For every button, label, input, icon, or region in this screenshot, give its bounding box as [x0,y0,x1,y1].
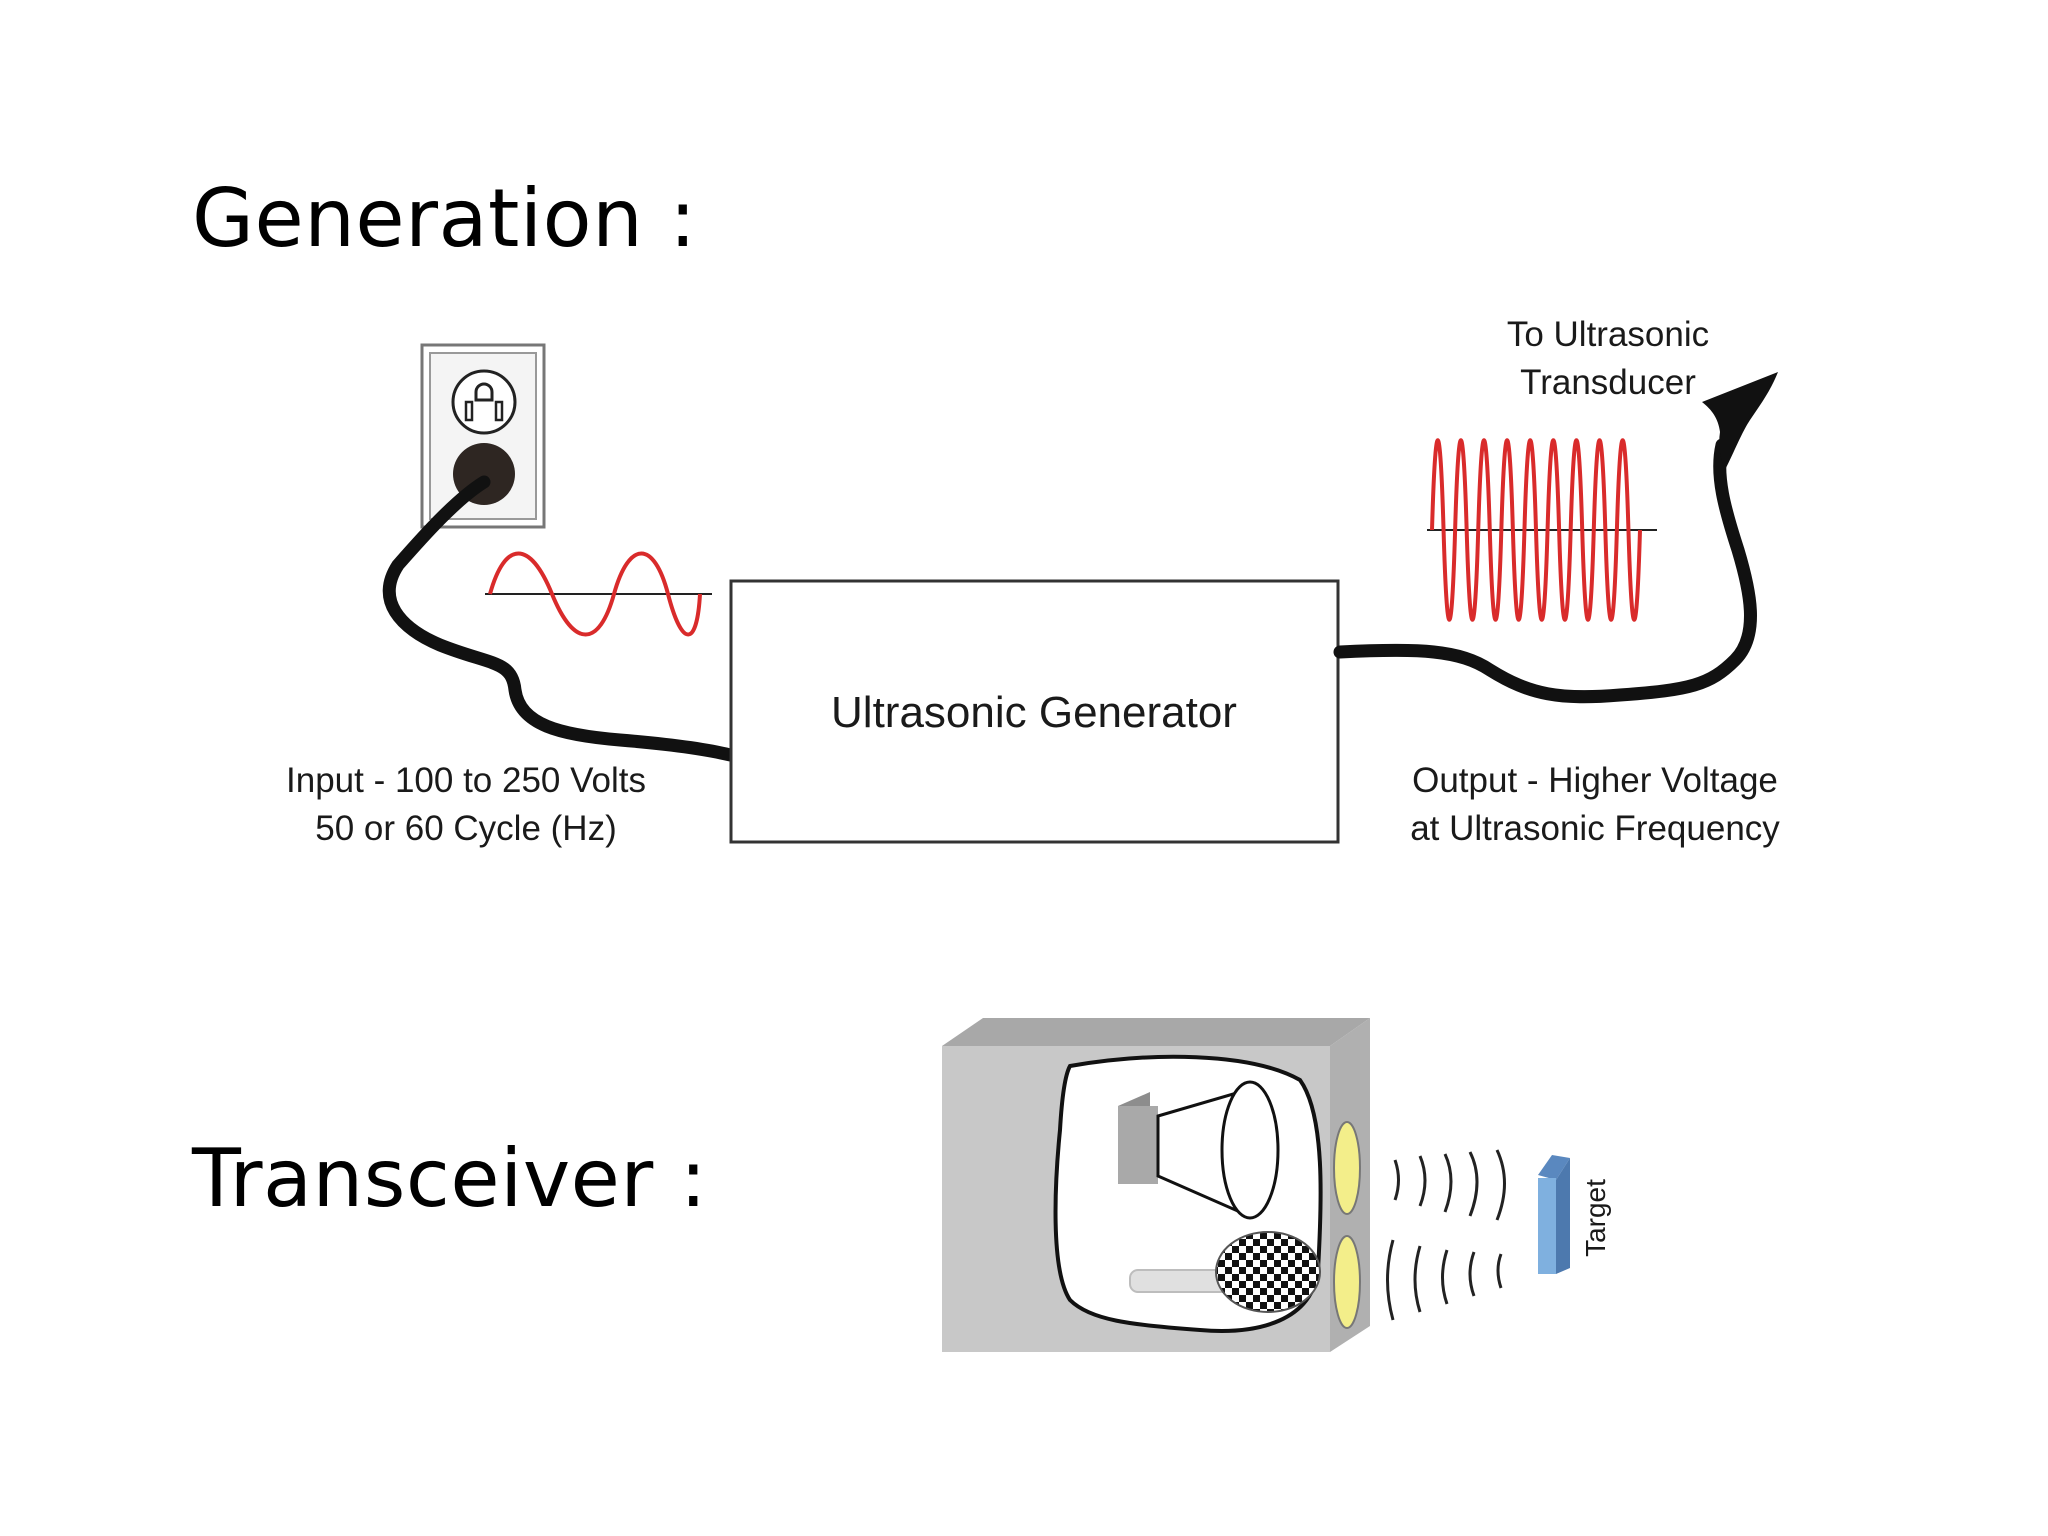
target-block [1538,1155,1570,1274]
output-cable [1333,438,1757,704]
output-label-line1: Output - Higher Voltage [1412,761,1778,800]
destination-label-line1: To Ultrasonic [1507,315,1709,354]
target-label: Target [1580,1179,1611,1257]
generator-label: Ultrasonic Generator [831,688,1237,737]
output-label-line2: at Ultrasonic Frequency [1410,809,1780,848]
destination-label-line2: Transducer [1520,363,1696,402]
returning-sound-waves [1386,1239,1503,1321]
upper-transducer-icon [1333,1121,1361,1215]
input-power-cord [382,475,737,762]
transceiver-housing [942,1018,1370,1352]
output-high-frequency-wave [1427,438,1657,622]
heading-generation: Generation : [192,172,697,265]
lower-transducer-icon [1333,1235,1361,1329]
outgoing-sound-waves [1393,1149,1506,1221]
input-sine-wave [485,551,712,637]
ultrasonic-generator-box: Ultrasonic Generator [729,579,1340,844]
input-label-line2: 50 or 60 Cycle (Hz) [315,809,616,848]
heading-transceiver: Transceiver : [192,1132,708,1225]
power-outlet [420,343,546,529]
outlet-socket-icon [451,369,517,435]
input-label-line1: Input - 100 to 250 Volts [286,761,646,800]
output-arrow-icon [1702,372,1778,470]
